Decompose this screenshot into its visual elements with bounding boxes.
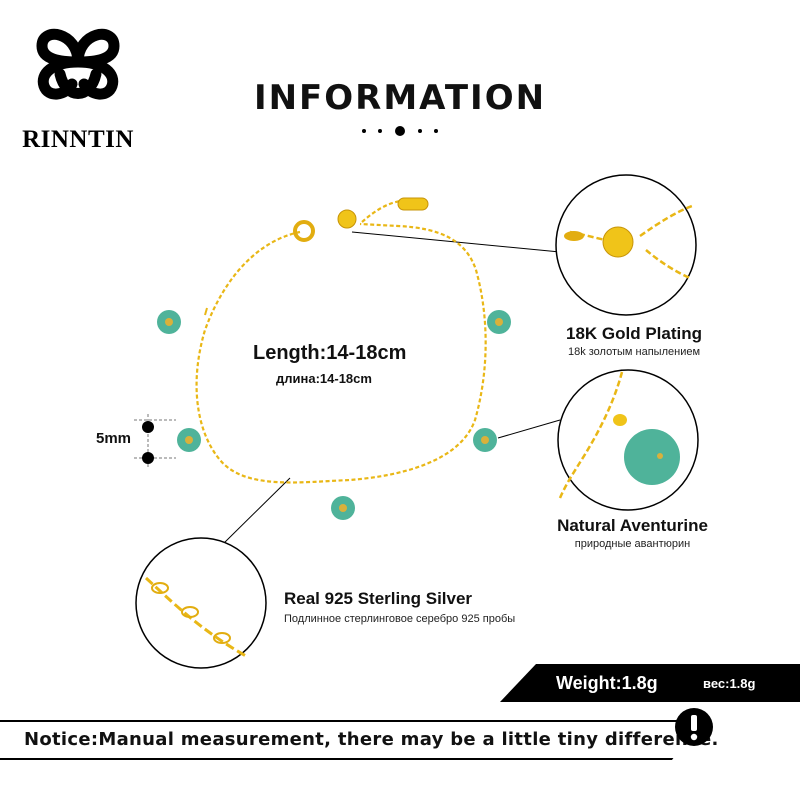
length-label-ru: длина:14-18cm <box>276 371 372 386</box>
bead-size-label: 5mm <box>96 430 132 447</box>
silver-callout-line <box>221 477 291 546</box>
page-title: INFORMATION <box>253 78 547 118</box>
bead-size-indicator <box>134 414 176 468</box>
gold-plating-title: 18K Gold Plating <box>565 324 703 343</box>
spring-ring-clasp <box>293 220 315 242</box>
aventurine-subtitle: природные авантюрин <box>574 538 691 550</box>
logo-tag <box>397 197 429 211</box>
silver-title: Real 925 Sterling Silver <box>284 589 473 608</box>
aventurine-callout-line <box>497 419 561 439</box>
weight-banner <box>500 664 800 702</box>
exclamation-icon <box>675 708 713 746</box>
notice-banner <box>0 720 700 760</box>
slider-ball <box>337 209 357 229</box>
brand-logo-icon <box>36 28 120 100</box>
weight-label-ru: вес:1.8g <box>703 676 756 691</box>
title-dots-divider <box>362 126 438 136</box>
notice-text: Notice:Manual measurement, there may be … <box>24 729 719 750</box>
aventurine-detail-circle <box>557 369 699 511</box>
aventurine-title: Natural Aventurine <box>557 516 708 535</box>
aventurine-beads <box>157 307 511 520</box>
bracelet-chain <box>195 198 487 484</box>
length-label-en: Length:14-18cm <box>253 342 407 364</box>
gold-plating-subtitle: 18k золотым напылением <box>567 346 701 358</box>
silver-subtitle: Подлинное стерлинговое серебро 925 пробы <box>284 613 516 625</box>
gold-detail-circle <box>555 174 697 316</box>
weight-label-en: Weight:1.8g <box>556 673 658 693</box>
silver-chain-detail-circle <box>135 537 267 669</box>
brand-name: RINNTIN <box>22 126 134 153</box>
gold-callout-line <box>351 231 561 253</box>
